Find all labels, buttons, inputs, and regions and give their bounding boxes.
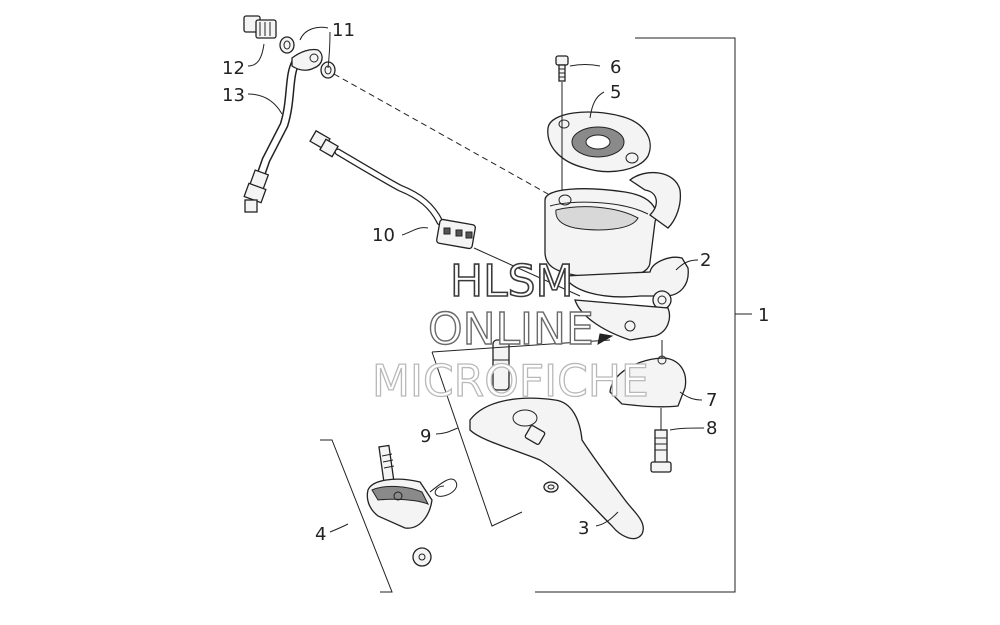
callout-9: 9 [420, 426, 431, 447]
brake-lever [469, 397, 644, 540]
callout-4: 4 [315, 524, 326, 545]
callout-12: 12 [222, 58, 245, 79]
callout-1: 1 [758, 305, 769, 326]
watermark-line-3: MICROFICHE [372, 356, 649, 407]
callout-13: 13 [222, 85, 245, 106]
callout-labels: 1 2 3 4 5 6 7 8 9 10 11 12 13 [222, 20, 769, 545]
brake-hose [243, 48, 323, 213]
callout-2: 2 [700, 250, 711, 271]
callout-6: 6 [610, 57, 621, 78]
clamp-bolt [650, 429, 672, 473]
reservoir-cover [547, 111, 651, 173]
cover-screw [555, 55, 569, 82]
lever-bushing [543, 481, 559, 493]
sealing-washers [279, 36, 336, 79]
callout-8: 8 [706, 418, 717, 439]
watermark: HLSM ONLINE MICROFICHE [371, 255, 649, 407]
master-cylinder [544, 171, 689, 341]
callout-5: 5 [610, 82, 621, 103]
watermark-line-1: HLSM [450, 256, 574, 307]
brake-switch-wire [309, 129, 476, 250]
assembly-bracket [535, 37, 752, 593]
parking-brake-kit [320, 439, 458, 593]
watermark-line-2: ONLINE [428, 304, 594, 355]
callout-11: 11 [332, 20, 355, 41]
banjo-bolt [243, 15, 277, 39]
label-leaders [247, 26, 705, 533]
callout-10: 10 [372, 225, 395, 246]
pivot-pin [492, 339, 510, 391]
callout-3: 3 [578, 518, 589, 539]
callout-7: 7 [706, 390, 717, 411]
assembly-lines [333, 73, 663, 527]
